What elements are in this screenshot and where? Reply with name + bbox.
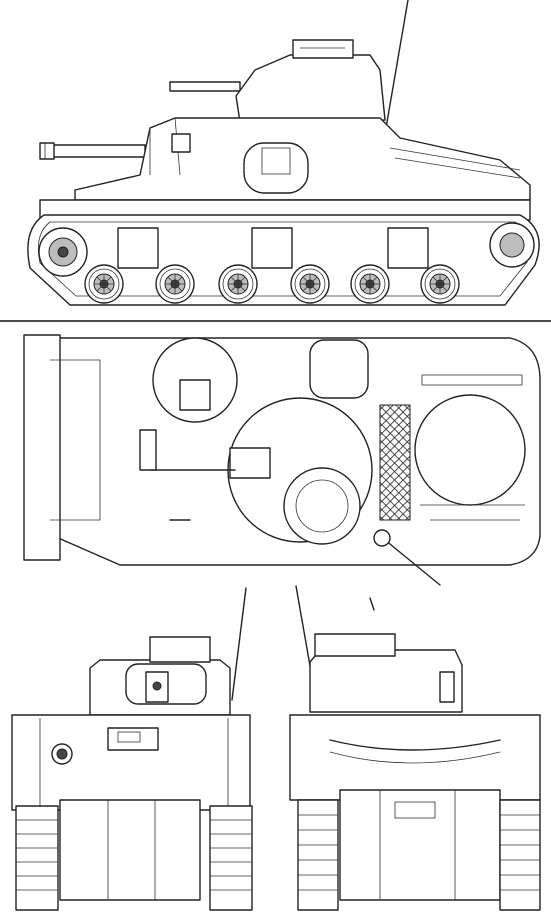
- cupola-ring: [283, 467, 361, 545]
- top-view: [23, 334, 541, 586]
- antenna-line: [385, 0, 409, 129]
- bogie-rear: [350, 227, 460, 304]
- hull-hatch: [171, 133, 191, 153]
- rear-view: [289, 633, 541, 911]
- engine-grille: [379, 404, 411, 521]
- turret: [235, 54, 386, 123]
- rear-turret: [309, 649, 463, 713]
- cupola: [292, 39, 354, 59]
- rear-engine-plate: [339, 789, 501, 901]
- side-door: [243, 142, 309, 194]
- front-view: [11, 636, 253, 911]
- front-left-track: [15, 805, 59, 911]
- front-cupola: [149, 636, 211, 663]
- engine-hatch: [414, 394, 526, 506]
- driver-hatch: [309, 339, 369, 399]
- main-gun-barrel: [49, 144, 146, 158]
- front-right-track: [209, 805, 253, 911]
- transmission-cover: [59, 799, 201, 901]
- rear-left-track: [297, 799, 339, 911]
- callout-line: [384, 539, 441, 586]
- front-plate: [23, 334, 61, 561]
- bogie-front: [84, 227, 195, 304]
- turret-gun-barrel: [169, 81, 241, 92]
- bogie-middle: [218, 227, 330, 304]
- rear-cupola: [314, 633, 396, 657]
- rear-hull: [289, 714, 541, 801]
- rear-right-track: [499, 799, 541, 911]
- front-antenna: [231, 587, 247, 701]
- side-view: [27, 0, 540, 306]
